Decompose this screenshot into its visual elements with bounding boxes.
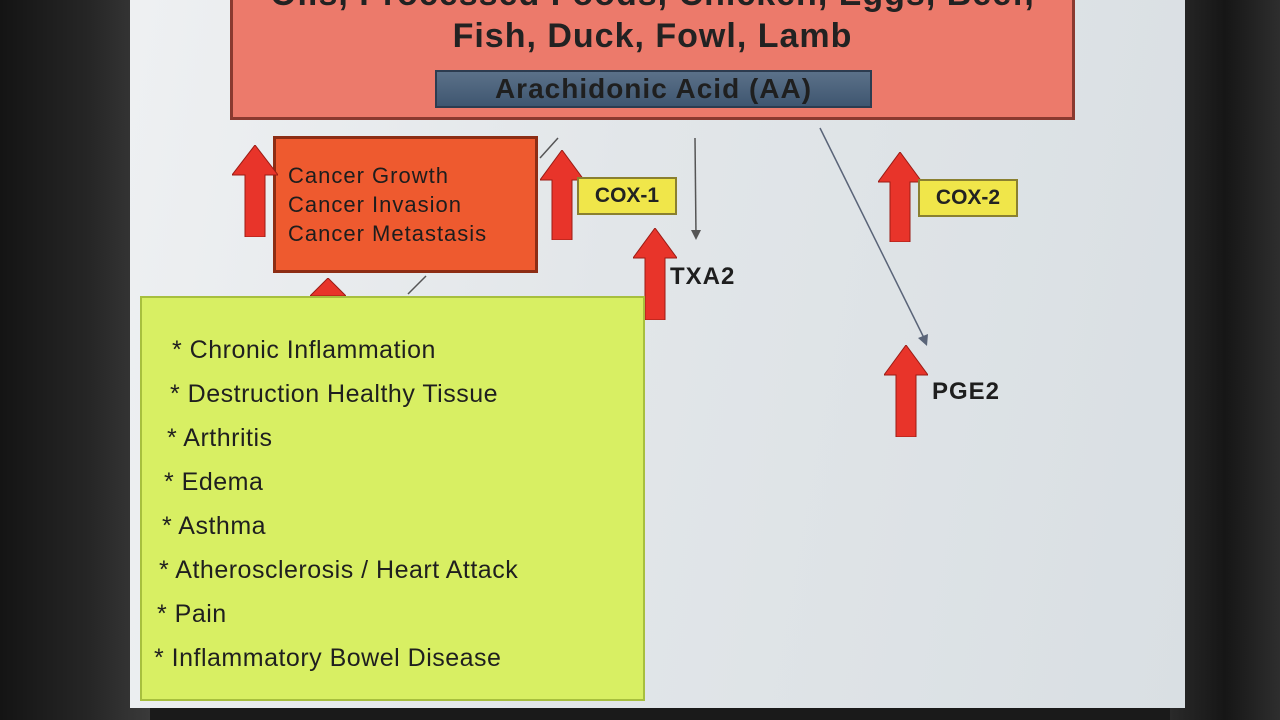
- cancer-metastasis-text: Cancer Metastasis: [288, 221, 488, 246]
- effect-item: * Edema: [164, 468, 264, 496]
- up-arrow-txa2: [633, 228, 677, 320]
- food-sources-line-1: Oils, Processed Foods, Chicken, Eggs, Be…: [233, 0, 1072, 15]
- monitor-bezel-right: [1170, 0, 1280, 720]
- up-arrow-pge2: [884, 345, 928, 437]
- cancer-effects-box: Cancer Growth Cancer Invasion Cancer Met…: [273, 136, 538, 273]
- food-sources-line-2: Fish, Duck, Fowl, Lamb: [452, 17, 853, 55]
- aa-to-pge2-line: [819, 127, 926, 341]
- aa-to-pge2-arrowhead: [918, 334, 928, 346]
- effect-item: * Asthma: [162, 512, 267, 540]
- cancer-invasion-text: Cancer Invasion: [288, 192, 462, 217]
- cox2-tag: COX-2: [918, 179, 1018, 217]
- cancer-to-effects-line: [407, 275, 427, 295]
- up-arrow-effects: [310, 278, 346, 297]
- monitor-bezel-left: [0, 0, 150, 720]
- effect-item: * Destruction Healthy Tissue: [170, 380, 499, 408]
- inflammation-effects-box: * Chronic Inflammation * Destruction Hea…: [140, 296, 645, 701]
- arachidonic-acid-band: Arachidonic Acid (AA): [435, 70, 872, 108]
- pge2-label: PGE2: [932, 378, 1001, 405]
- aa-to-txa2-arrowhead: [691, 230, 701, 240]
- txa2-label: TXA2: [670, 263, 736, 290]
- effect-item: * Atherosclerosis / Heart Attack: [159, 556, 519, 584]
- connector-lines: [407, 127, 928, 346]
- cox1-tag: COX-1: [577, 177, 677, 215]
- cancer-growth-text: Cancer Growth: [288, 163, 449, 188]
- effect-item: * Chronic Inflammation: [172, 336, 436, 364]
- aa-to-cancer-line: [539, 137, 559, 159]
- up-arrow-cox2: [878, 152, 922, 242]
- aa-to-txa2-line: [694, 137, 697, 237]
- effect-item: * Arthritis: [167, 424, 273, 452]
- effect-item: * Pain: [157, 600, 227, 628]
- effect-item: * Inflammatory Bowel Disease: [154, 644, 502, 672]
- up-arrow-cancer: [232, 145, 278, 237]
- slide-screen: Oils, Processed Foods, Chicken, Eggs, Be…: [130, 0, 1185, 708]
